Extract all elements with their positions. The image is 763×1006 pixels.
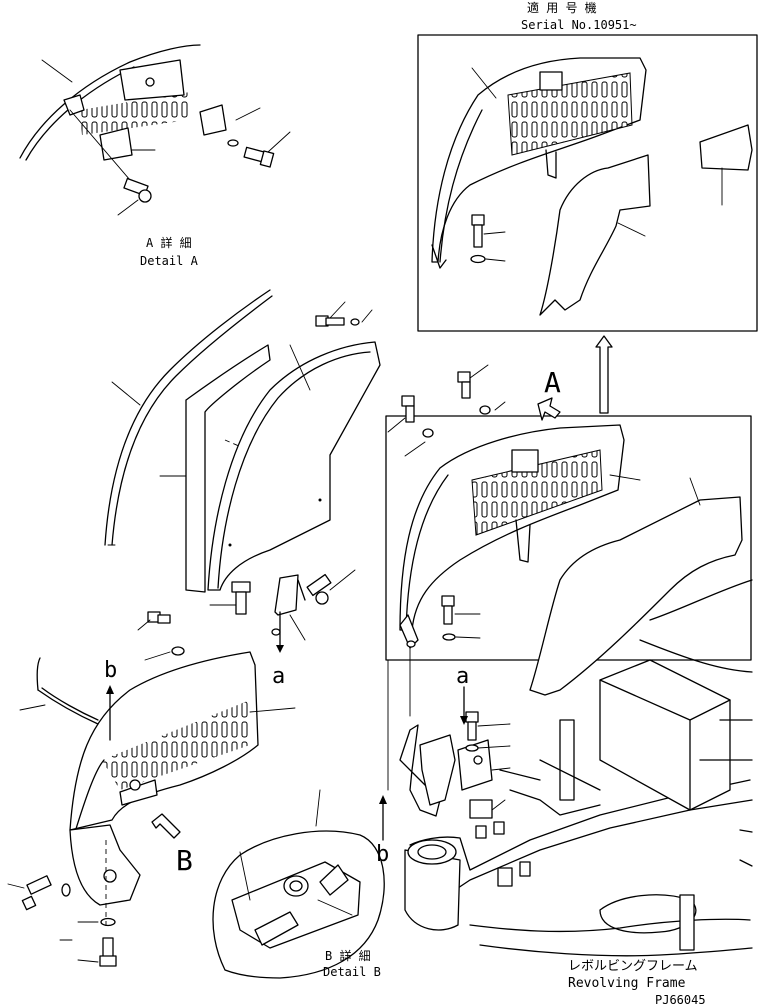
lower-left-washer-icon: [61, 883, 71, 897]
mounting-bracket: [399, 724, 505, 839]
frame-label-jp: レボルビングフレーム: [568, 959, 698, 974]
drawing-number: PJ66045: [655, 993, 706, 1006]
bottom-washer-icon: [100, 917, 116, 927]
detail-a-washer-icon: [227, 139, 239, 147]
side-bolt-icon: [306, 573, 332, 605]
right-bolt1-icon: [457, 371, 471, 399]
right-assembly: [385, 364, 752, 696]
view-arrow-a-upper-icon: [276, 611, 284, 653]
bracket-washer-icon: [465, 744, 479, 752]
rubber-seal-strip: [104, 289, 273, 546]
mid-washer-icon: [271, 628, 281, 636]
detail-a-label-jp: A 詳 細: [146, 235, 192, 250]
left-molding: [19, 657, 99, 725]
marker-A: A: [544, 366, 561, 399]
detail-b-drawing: [212, 789, 385, 979]
view-arrow-A-icon: [537, 397, 561, 421]
right-washer3-icon: [442, 633, 456, 641]
marker-b-lower: b: [376, 842, 389, 867]
view-arrow-B-icon: [151, 813, 181, 839]
applicability-serial: Serial No.10951~: [521, 18, 637, 32]
inset-washer-icon: [470, 254, 486, 264]
marker-a-lower: a: [456, 664, 469, 689]
detail-a-drawing: [19, 44, 291, 216]
inset-pointer-arrow-icon: [595, 335, 613, 414]
lower-left-bolt-icon: [21, 875, 52, 911]
frame-label-en: Revolving Frame: [568, 976, 686, 991]
detail-b-label-jp: B 詳 細: [325, 948, 371, 963]
inset-vent-grille: [507, 72, 633, 156]
serial-inset-box: [417, 34, 758, 332]
marker-a-upper: a: [272, 664, 285, 689]
marker-b-left: b: [104, 658, 117, 683]
inset-bolt-icon: [471, 214, 485, 248]
detail-a-bolt2-icon: [123, 177, 152, 203]
grille-washer-icon: [171, 646, 185, 656]
lower-left-cover: [69, 651, 296, 906]
mid-bolt-icon: [231, 581, 251, 615]
cover-plate: [207, 341, 381, 591]
right-bolt3-icon: [441, 595, 455, 625]
view-arrow-b-lower-icon: [379, 795, 387, 841]
right-bolt2-icon: [401, 395, 415, 423]
view-arrow-a-lower-icon: [460, 686, 468, 725]
bracket: [274, 574, 306, 616]
view-arrow-b-left-icon: [106, 685, 114, 741]
right-washer2-icon: [422, 428, 434, 438]
grille-bolt-icon: [147, 611, 171, 624]
upper-bolt-icon: [315, 315, 360, 327]
detail-a-bolt-icon: [243, 146, 275, 168]
applicability-title: 適 用 号 機: [527, 0, 597, 15]
marker-B: B: [176, 844, 193, 877]
detail-a-label-en: Detail A: [140, 254, 199, 268]
right-washer1-icon: [479, 405, 491, 415]
bottom-bolt-icon: [99, 937, 117, 967]
revolving-frame-drawing: [404, 579, 753, 957]
detail-b-label-en: Detail B: [323, 965, 381, 979]
